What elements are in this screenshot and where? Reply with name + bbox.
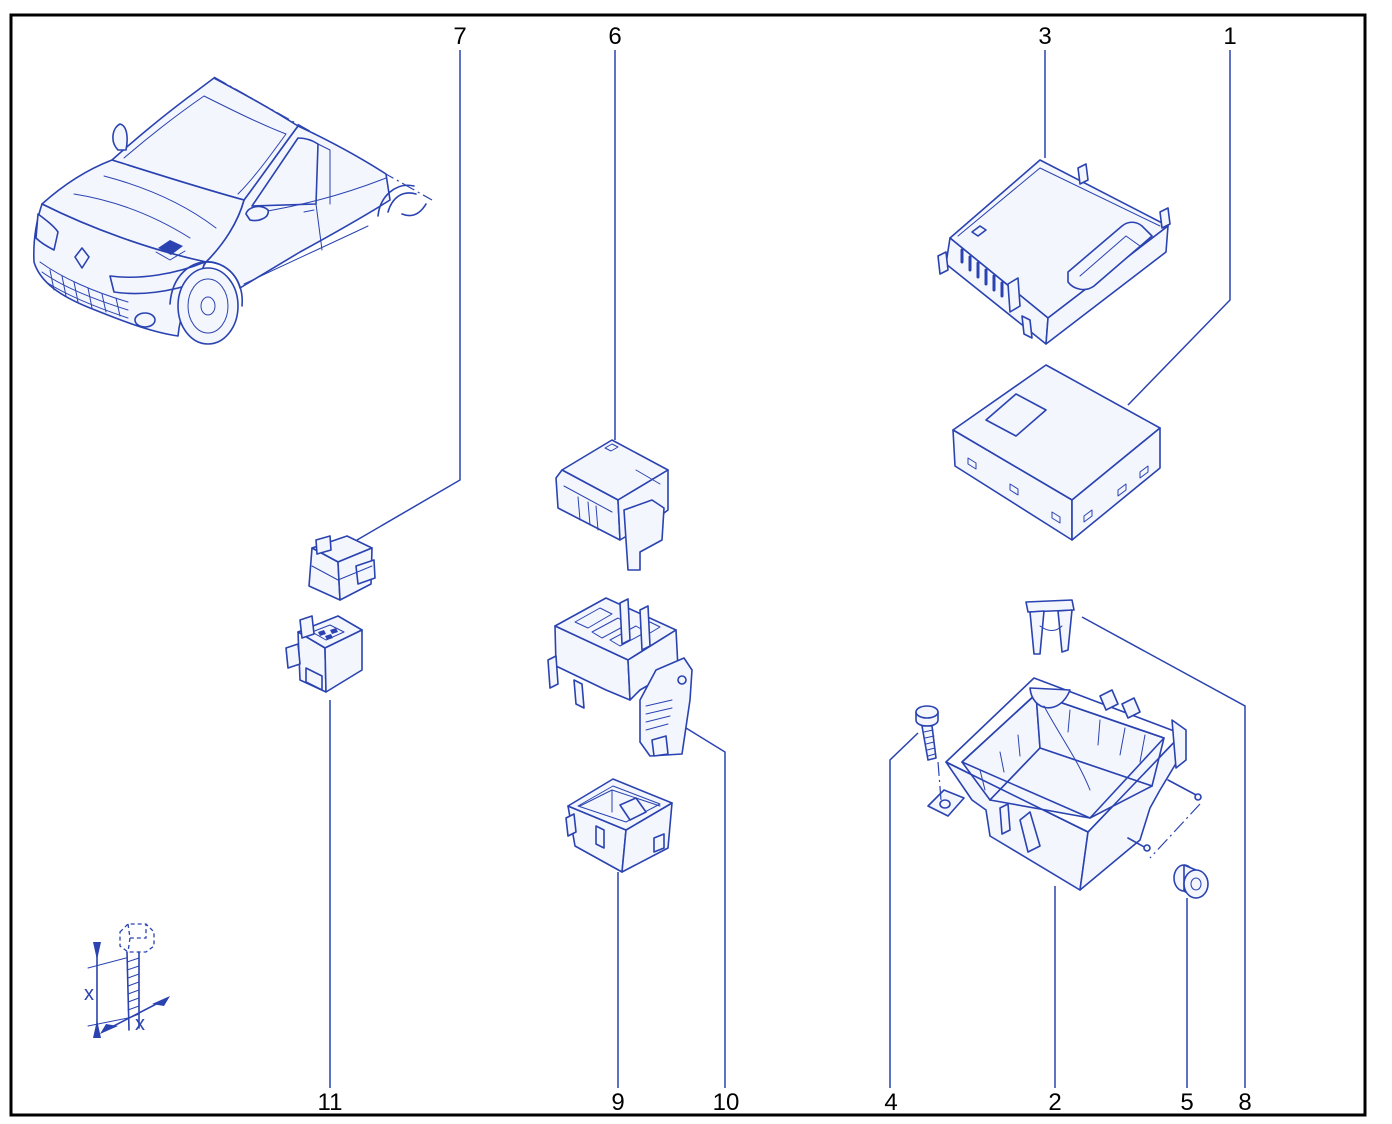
part-2-tray-drawing	[927, 677, 1202, 891]
fuse-box-location-marker	[158, 240, 183, 255]
callout-3: 3	[1038, 23, 1051, 50]
leader-lines	[329, 50, 1246, 1088]
side-mirror	[245, 205, 269, 222]
part-6-drawing	[555, 439, 669, 571]
callout-4: 4	[884, 1089, 897, 1116]
callout-1: 1	[1223, 23, 1236, 50]
vehicle-location-view	[33, 76, 433, 345]
horizontal-dimension-label: x	[135, 1013, 145, 1035]
callout-8: 8	[1238, 1089, 1251, 1116]
part-3-cover-drawing	[937, 159, 1171, 345]
bolt-dimension-diagram: x x	[84, 923, 170, 1038]
callout-11: 11	[318, 1089, 343, 1116]
part-5-grommet-drawing	[1173, 864, 1209, 899]
callout-10: 10	[713, 1089, 740, 1116]
part-7-relay-drawing	[308, 535, 376, 601]
part-1-box-drawing	[952, 364, 1161, 541]
callout-2: 2	[1048, 1089, 1061, 1116]
vertical-dimension-label: x	[84, 983, 94, 1005]
diagram-frame	[9, 13, 1367, 1117]
callout-5: 5	[1180, 1089, 1193, 1116]
part-4-screw-drawing	[915, 705, 939, 761]
leader-line-8	[1081, 616, 1246, 1088]
leader-line-4	[889, 732, 919, 1088]
callout-9: 9	[611, 1089, 624, 1116]
callout-6: 6	[608, 23, 621, 50]
part-10-drawing	[547, 597, 693, 757]
bolt-head-outline	[119, 923, 155, 953]
front-wheel	[177, 267, 239, 345]
leader-line-7	[356, 50, 461, 541]
part-9-drawing	[565, 778, 673, 873]
callout-labels: 7 6 3 1 11 9 10 4 2 5 8	[318, 23, 1252, 1116]
part-8-clip-drawing	[1025, 599, 1075, 655]
far-mirror	[112, 123, 128, 151]
part-11-socket-drawing	[285, 615, 363, 693]
leader-line-10	[685, 727, 726, 1088]
brand-logo	[74, 247, 90, 269]
leader-line-1	[1127, 50, 1231, 406]
callout-7: 7	[453, 23, 466, 50]
